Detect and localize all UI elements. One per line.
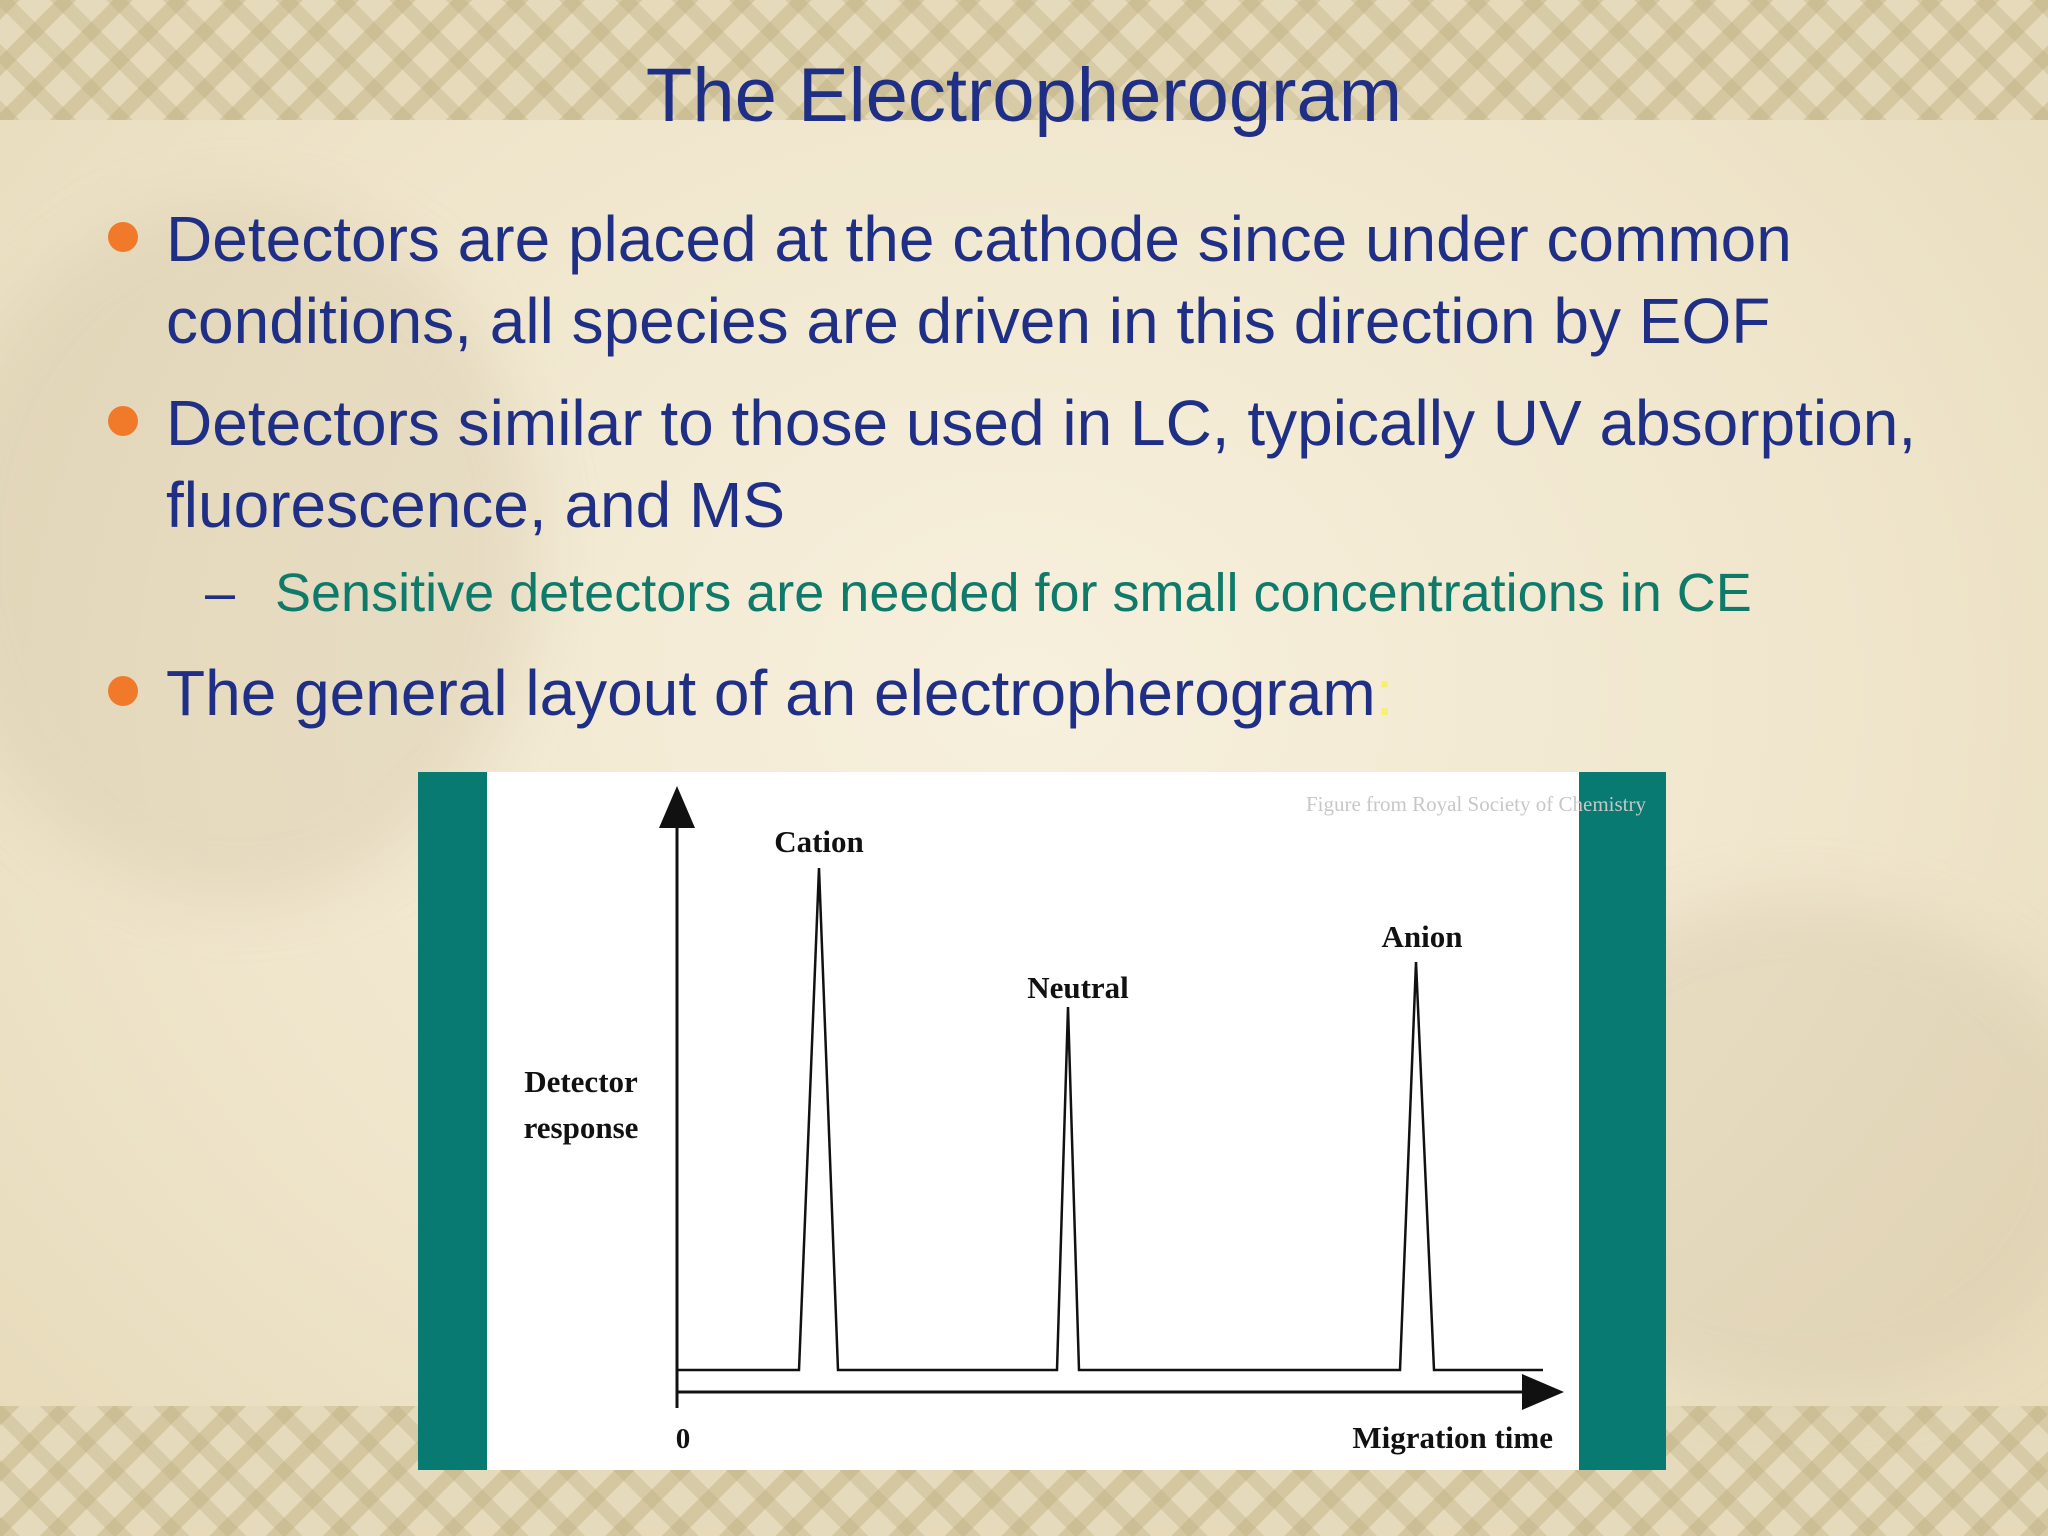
signal-trace — [677, 867, 1543, 1372]
peak-label-anion: Anion — [1382, 919, 1463, 954]
sub-bullet-text: Sensitive detectors are needed for small… — [275, 563, 1752, 623]
x-axis-label: Migration time — [1352, 1420, 1553, 1455]
sub-bullet-item: – Sensitive detectors are needed for sma… — [100, 560, 1960, 626]
y-axis-label-line1: Detector — [524, 1064, 638, 1099]
origin-label: 0 — [676, 1423, 691, 1455]
bullet-item: Detectors are placed at the cathode sinc… — [100, 198, 1960, 362]
figure-panel — [487, 772, 1579, 1470]
bullet-list: Detectors are placed at the cathode sinc… — [100, 198, 1960, 754]
electropherogram-diagram: Cation Neutral Anion Detector response 0… — [524, 786, 1564, 1455]
decorative-top-border — [0, 0, 2048, 120]
bullet-dot-icon — [108, 406, 138, 436]
electropherogram-figure: Cation Neutral Anion Detector response 0… — [418, 772, 1666, 1470]
slide-title: The Electropherogram — [645, 53, 1403, 138]
dash-icon: – — [205, 563, 236, 623]
peak-label-cation: Cation — [774, 824, 864, 859]
bullet-item: The general layout of an electropherogra… — [100, 652, 1960, 734]
bullet-dot-icon — [108, 222, 138, 252]
bullet-colon: : — [1375, 657, 1394, 729]
figure-credit: Figure from Royal Society of Chemistry — [1305, 792, 1646, 816]
bullet-text: Detectors similar to those used in LC, t… — [166, 387, 1917, 541]
bullet-text: Detectors are placed at the cathode sinc… — [166, 203, 1792, 357]
bullet-item: Detectors similar to those used in LC, t… — [100, 382, 1960, 546]
bullet-text: The general layout of an electropherogra… — [166, 657, 1376, 729]
peak-label-neutral: Neutral — [1027, 970, 1129, 1005]
bullet-dot-icon — [108, 676, 138, 706]
y-axis-label-line2: response — [524, 1110, 639, 1145]
